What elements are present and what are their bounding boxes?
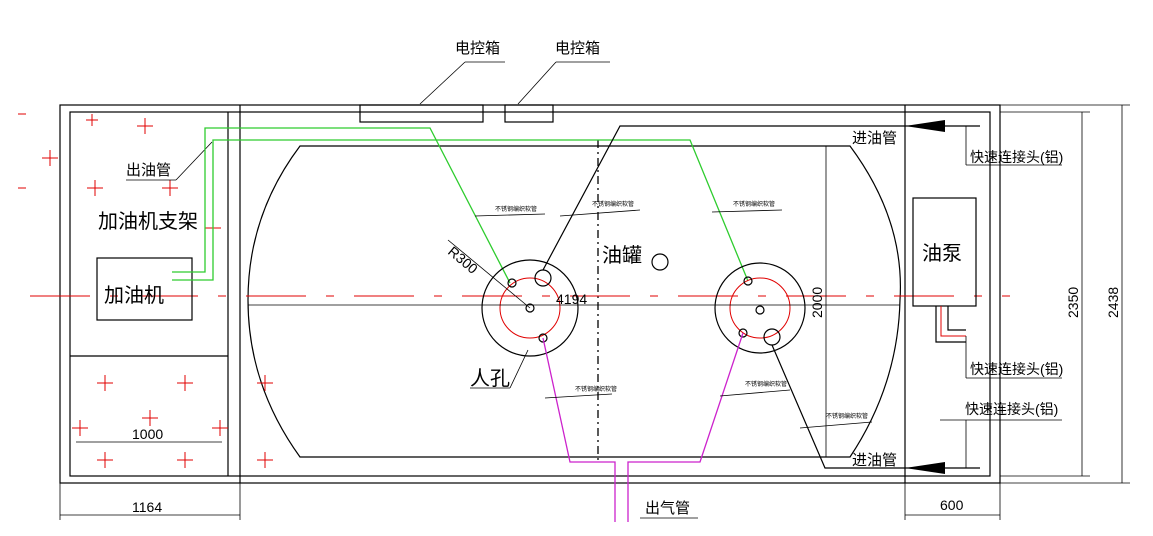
control-box-2-label: 电控箱: [555, 39, 600, 57]
hose-label-3: 不锈钢编织软管: [733, 200, 775, 208]
control-box-2: [504, 104, 554, 123]
oil-pump-label: 油泵: [922, 241, 962, 265]
quick-connector-mid-label: 快速连接头(铝): [970, 361, 1063, 377]
outlet-pipe-line-2: [172, 139, 749, 282]
quick-connector-bottom-label: 快速连接头(铝): [965, 401, 1058, 417]
radius-label: R300: [445, 243, 481, 277]
oil-pump-box: [912, 197, 977, 307]
dispenser-label: 加油机: [104, 283, 164, 307]
tank-length-dim: 4194: [556, 291, 587, 307]
inlet-line-top: [542, 125, 980, 271]
dispenser-box: [96, 257, 193, 321]
manhole-2: [714, 262, 806, 354]
hose-label-5: 不锈钢编织软管: [745, 380, 787, 388]
inner-height-dim: 2350: [1065, 287, 1081, 318]
control-box-1-label: 电控箱: [455, 39, 500, 57]
inner-frame: [69, 111, 991, 477]
inlet-pipe-bottom-label: 进油管: [852, 451, 897, 469]
vent-pipe-line: [542, 337, 616, 522]
vent-pipe-label: 出气管: [645, 499, 690, 517]
left-section-width-dim: 1164: [132, 499, 162, 515]
hose-label-2: 不锈钢编织软管: [592, 200, 634, 208]
control-box-1: [359, 104, 484, 123]
dispenser-frame-label: 加油机支架: [98, 209, 198, 233]
quick-connector-top-label: 快速连接头(铝): [970, 149, 1063, 165]
outlet-pipe-label: 出油管: [126, 161, 171, 179]
hose-label-1: 不锈钢编织软管: [495, 205, 537, 213]
outer-frame: [59, 104, 1001, 484]
outlet-pipe-line-1: [172, 127, 511, 284]
oil-tank-label: 油罐: [602, 243, 642, 267]
tank-height-dim: 2000: [809, 287, 825, 318]
reference-crosses: [18, 113, 273, 468]
tank-outline: [247, 145, 902, 458]
inlet-pipe-top-label: 进油管: [852, 129, 897, 147]
hose-label-6: 不锈钢编织软管: [826, 412, 868, 420]
outer-height-dim: 2438: [1105, 287, 1121, 318]
left-inner-width-dim: 1000: [132, 426, 163, 442]
manhole-label: 人孔: [470, 366, 510, 390]
right-section-width-dim: 600: [940, 497, 964, 513]
manhole-1: [481, 259, 579, 357]
hose-label-4: 不锈钢编织软管: [575, 385, 617, 393]
inlet-line-bottom: [771, 344, 980, 469]
tank-port: [651, 253, 669, 271]
